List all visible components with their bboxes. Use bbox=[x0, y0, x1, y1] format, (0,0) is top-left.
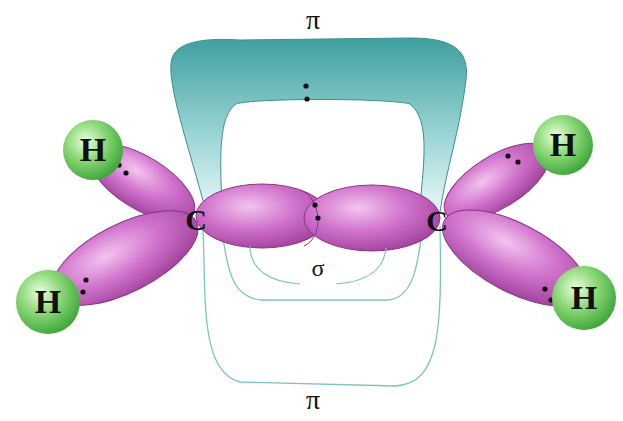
atom-symbol: H bbox=[80, 133, 106, 167]
carbon-label: C bbox=[185, 205, 207, 235]
atom-symbol: H bbox=[550, 128, 576, 162]
pi-bond-label: π bbox=[306, 386, 320, 414]
hydrogen-atom: H bbox=[533, 115, 593, 175]
pi-bond-label: π bbox=[306, 6, 320, 34]
hydrogen-atom: H bbox=[16, 270, 80, 334]
atom-symbol: H bbox=[571, 281, 597, 315]
hydrogen-atom: H bbox=[63, 120, 123, 180]
carbon-label: C bbox=[426, 206, 448, 236]
atom-symbol: H bbox=[35, 285, 61, 319]
sigma-bond-label: σ bbox=[312, 256, 325, 280]
hydrogen-atom: H bbox=[552, 266, 616, 330]
